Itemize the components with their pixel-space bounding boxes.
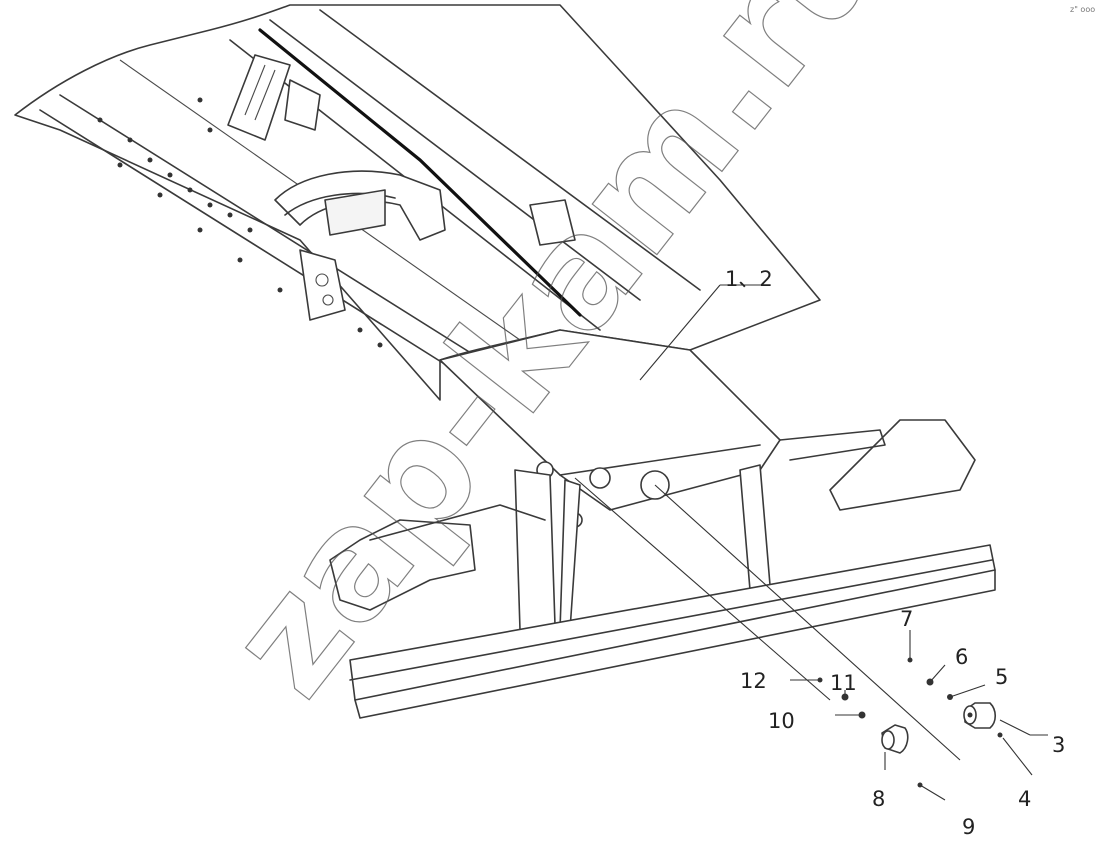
callout-1-2: 1、2	[725, 267, 773, 291]
callout-5: 5	[995, 665, 1008, 689]
cross-box	[439, 329, 781, 631]
callout-labels: 1、2 3 4 5 6 7 8 9 10 11 12	[725, 267, 1065, 839]
callout-9: 9	[962, 815, 975, 839]
callout-6: 6	[955, 645, 968, 669]
callout-11: 11	[830, 671, 857, 695]
callout-10: 10	[768, 709, 795, 733]
bumper-beam	[349, 544, 996, 719]
lamp-part-8	[881, 724, 909, 754]
callout-4: 4	[1018, 787, 1031, 811]
callout-7: 7	[900, 607, 913, 631]
explosion-axes	[574, 477, 961, 761]
lamp-part-3	[963, 702, 997, 729]
part-4	[997, 732, 1003, 738]
callout-12: 12	[740, 669, 767, 693]
upper-bracket	[227, 54, 321, 141]
callout-3: 3	[1052, 733, 1065, 757]
callout-8: 8	[872, 787, 885, 811]
side-bracket	[299, 249, 346, 321]
left-bracket	[329, 504, 546, 611]
hole-pattern	[97, 97, 383, 348]
rear-plate	[529, 199, 576, 246]
wing-plate	[779, 419, 976, 511]
cross-member	[274, 170, 446, 241]
corner-mark: z" ooo	[1070, 5, 1095, 14]
callout-leaders	[639, 284, 1048, 801]
